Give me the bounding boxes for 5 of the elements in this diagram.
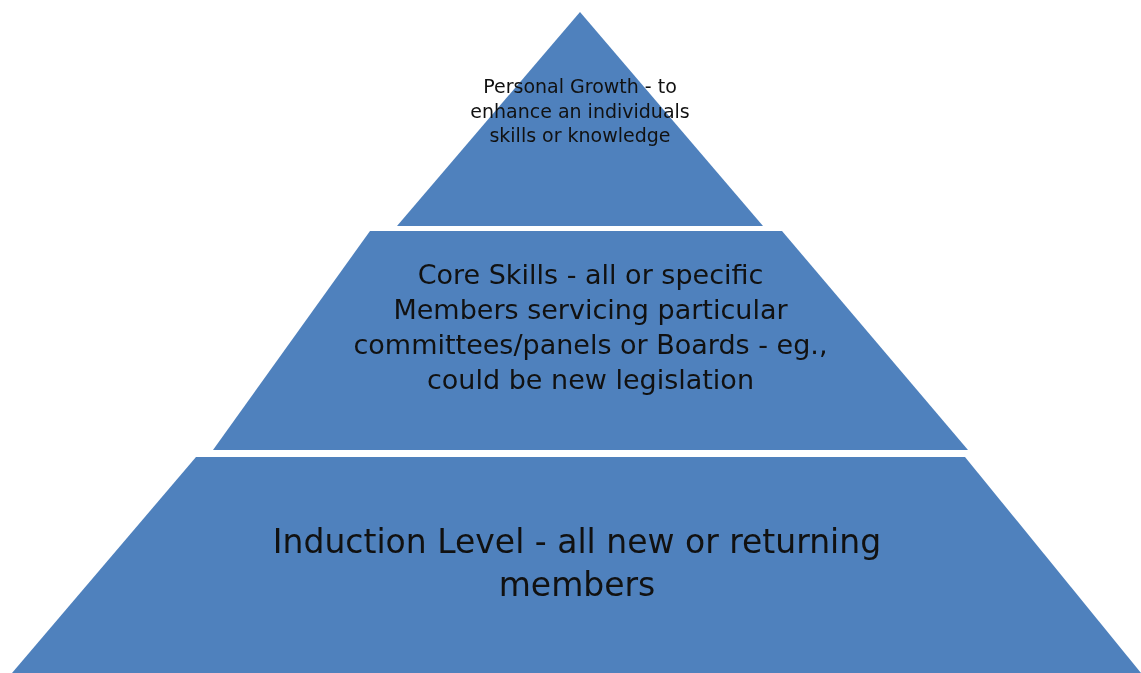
pyramid-tier [213,231,968,450]
tier-text: Core Skills - all or specific Members servicing particular committees/panels or Boards - eg., could be new legislation [353,258,828,398]
pyramid-tier [12,457,1141,673]
pyramid-tier [397,12,763,226]
tier-text: Induction Level - all new or returning members [271,521,883,606]
